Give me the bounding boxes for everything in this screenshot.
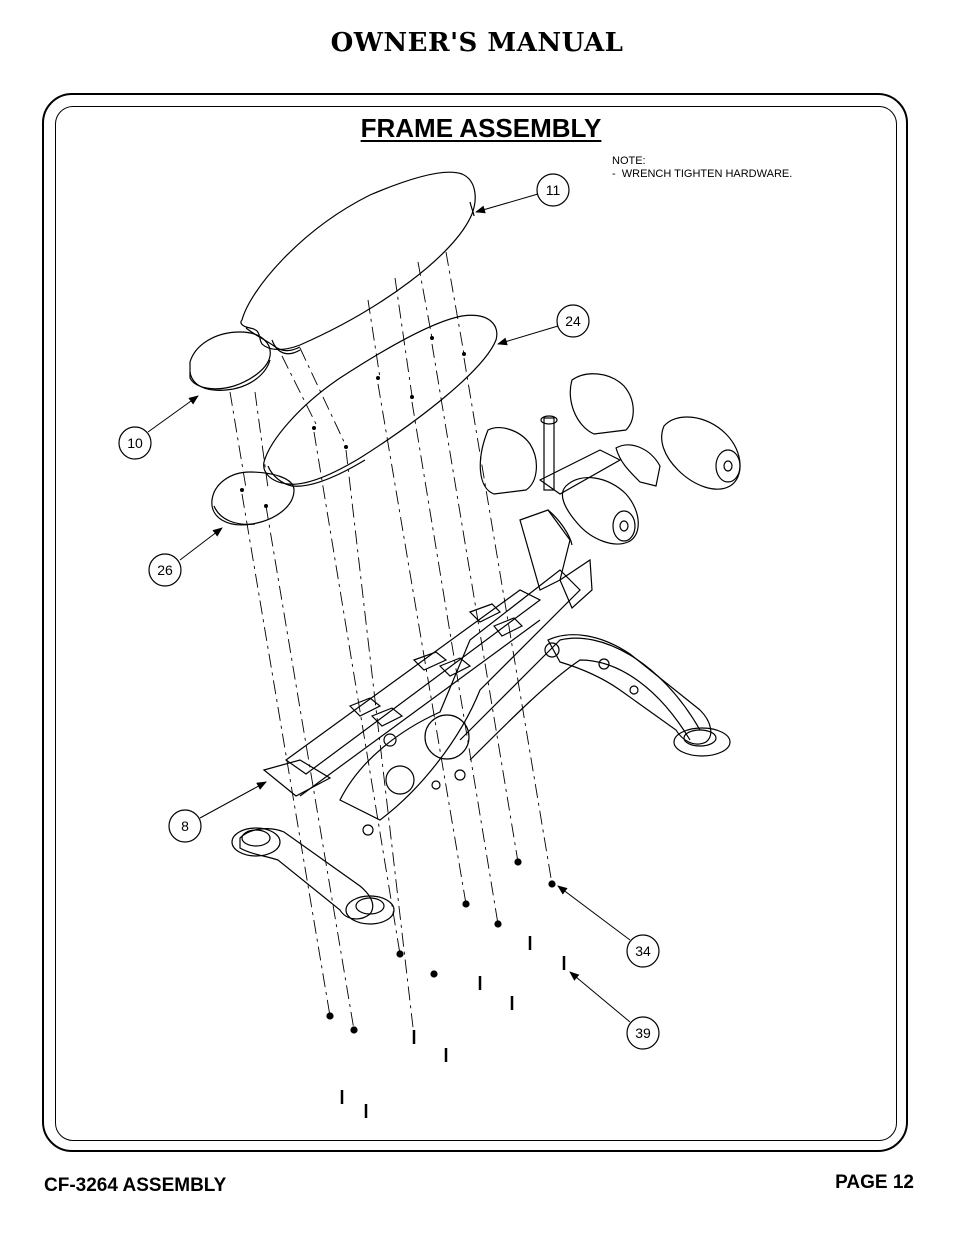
alignment-lines	[229, 251, 553, 1037]
callout-label: 34	[635, 943, 651, 959]
assembly-note: NOTE: - WRENCH TIGHTEN HARDWARE.	[612, 155, 792, 181]
fasteners	[326, 858, 566, 1118]
callout-label: 10	[127, 435, 143, 451]
callout-label: 26	[157, 562, 173, 578]
footer-page-number: PAGE 12	[835, 1172, 914, 1193]
rear-base-leg	[231, 827, 395, 925]
callout-label: 11	[546, 182, 561, 198]
footer-model: CF-3264 ASSEMBLY	[44, 1175, 227, 1196]
inner-border	[55, 106, 897, 1141]
callout-bubbles	[118, 173, 660, 1050]
mounting-holes	[240, 336, 466, 508]
note-heading: NOTE:	[612, 155, 646, 167]
section-title: FRAME ASSEMBLY	[360, 113, 602, 143]
leader-lines	[147, 193, 631, 1023]
note-line: - WRENCH TIGHTEN HARDWARE.	[612, 168, 793, 180]
outer-border	[42, 93, 908, 1152]
callout-label: 24	[565, 313, 581, 329]
back-pad-part	[240, 171, 476, 355]
leg-rollers	[479, 373, 741, 545]
page-title: OWNER'S MANUAL	[330, 28, 624, 58]
seat-pad-part	[189, 331, 271, 391]
front-base-leg	[544, 634, 731, 757]
callout-label: 39	[635, 1025, 651, 1041]
main-frame	[262, 509, 701, 836]
callout-label: 8	[181, 818, 189, 834]
seat-board-part	[211, 471, 295, 526]
